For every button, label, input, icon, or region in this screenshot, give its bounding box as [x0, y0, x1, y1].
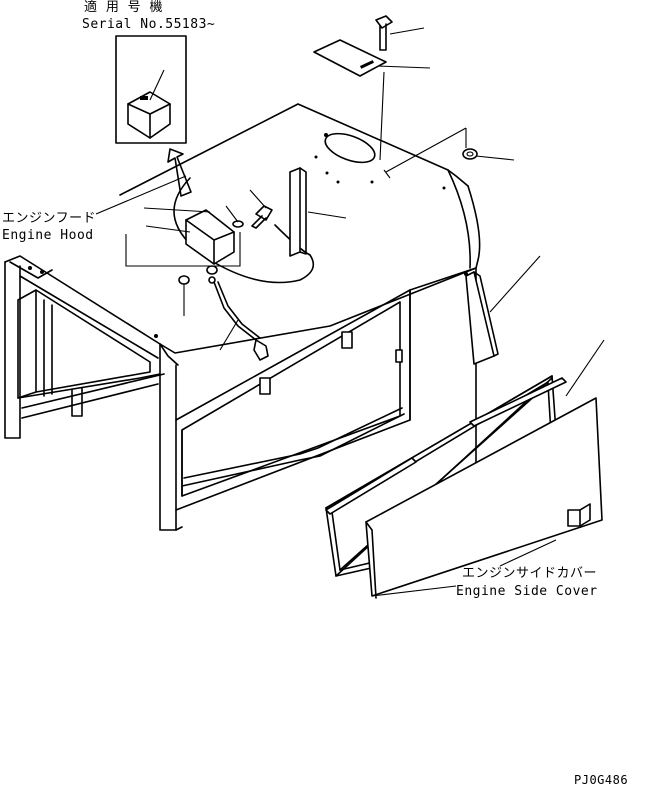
engine-hood-label-en: Engine Hood [2, 228, 94, 243]
top-cover-plate [313, 15, 515, 179]
engine-hood-leader [95, 175, 187, 215]
serial-note-en: Serial No.55183~ [82, 17, 216, 32]
control-box [125, 207, 241, 267]
wire-harness [213, 281, 269, 361]
side-cover-leader [371, 585, 457, 597]
engine-hood-label-jp: エンジンフード [2, 211, 97, 226]
arrow-indicator [167, 148, 192, 197]
seal-strip-right [465, 255, 541, 365]
engine-side-cover-label-en: Engine Side Cover [456, 584, 598, 599]
engine-side-cover-label-jp: エンジンサイドカバー [462, 566, 598, 581]
engine-side-cover [325, 339, 605, 599]
serial-note-jp: 適 用 号 機 [84, 0, 163, 15]
engine-hood [4, 103, 481, 531]
inset-box [115, 35, 187, 144]
bracket-post [289, 167, 347, 257]
drawing-code: PJ0G486 [574, 773, 629, 787]
